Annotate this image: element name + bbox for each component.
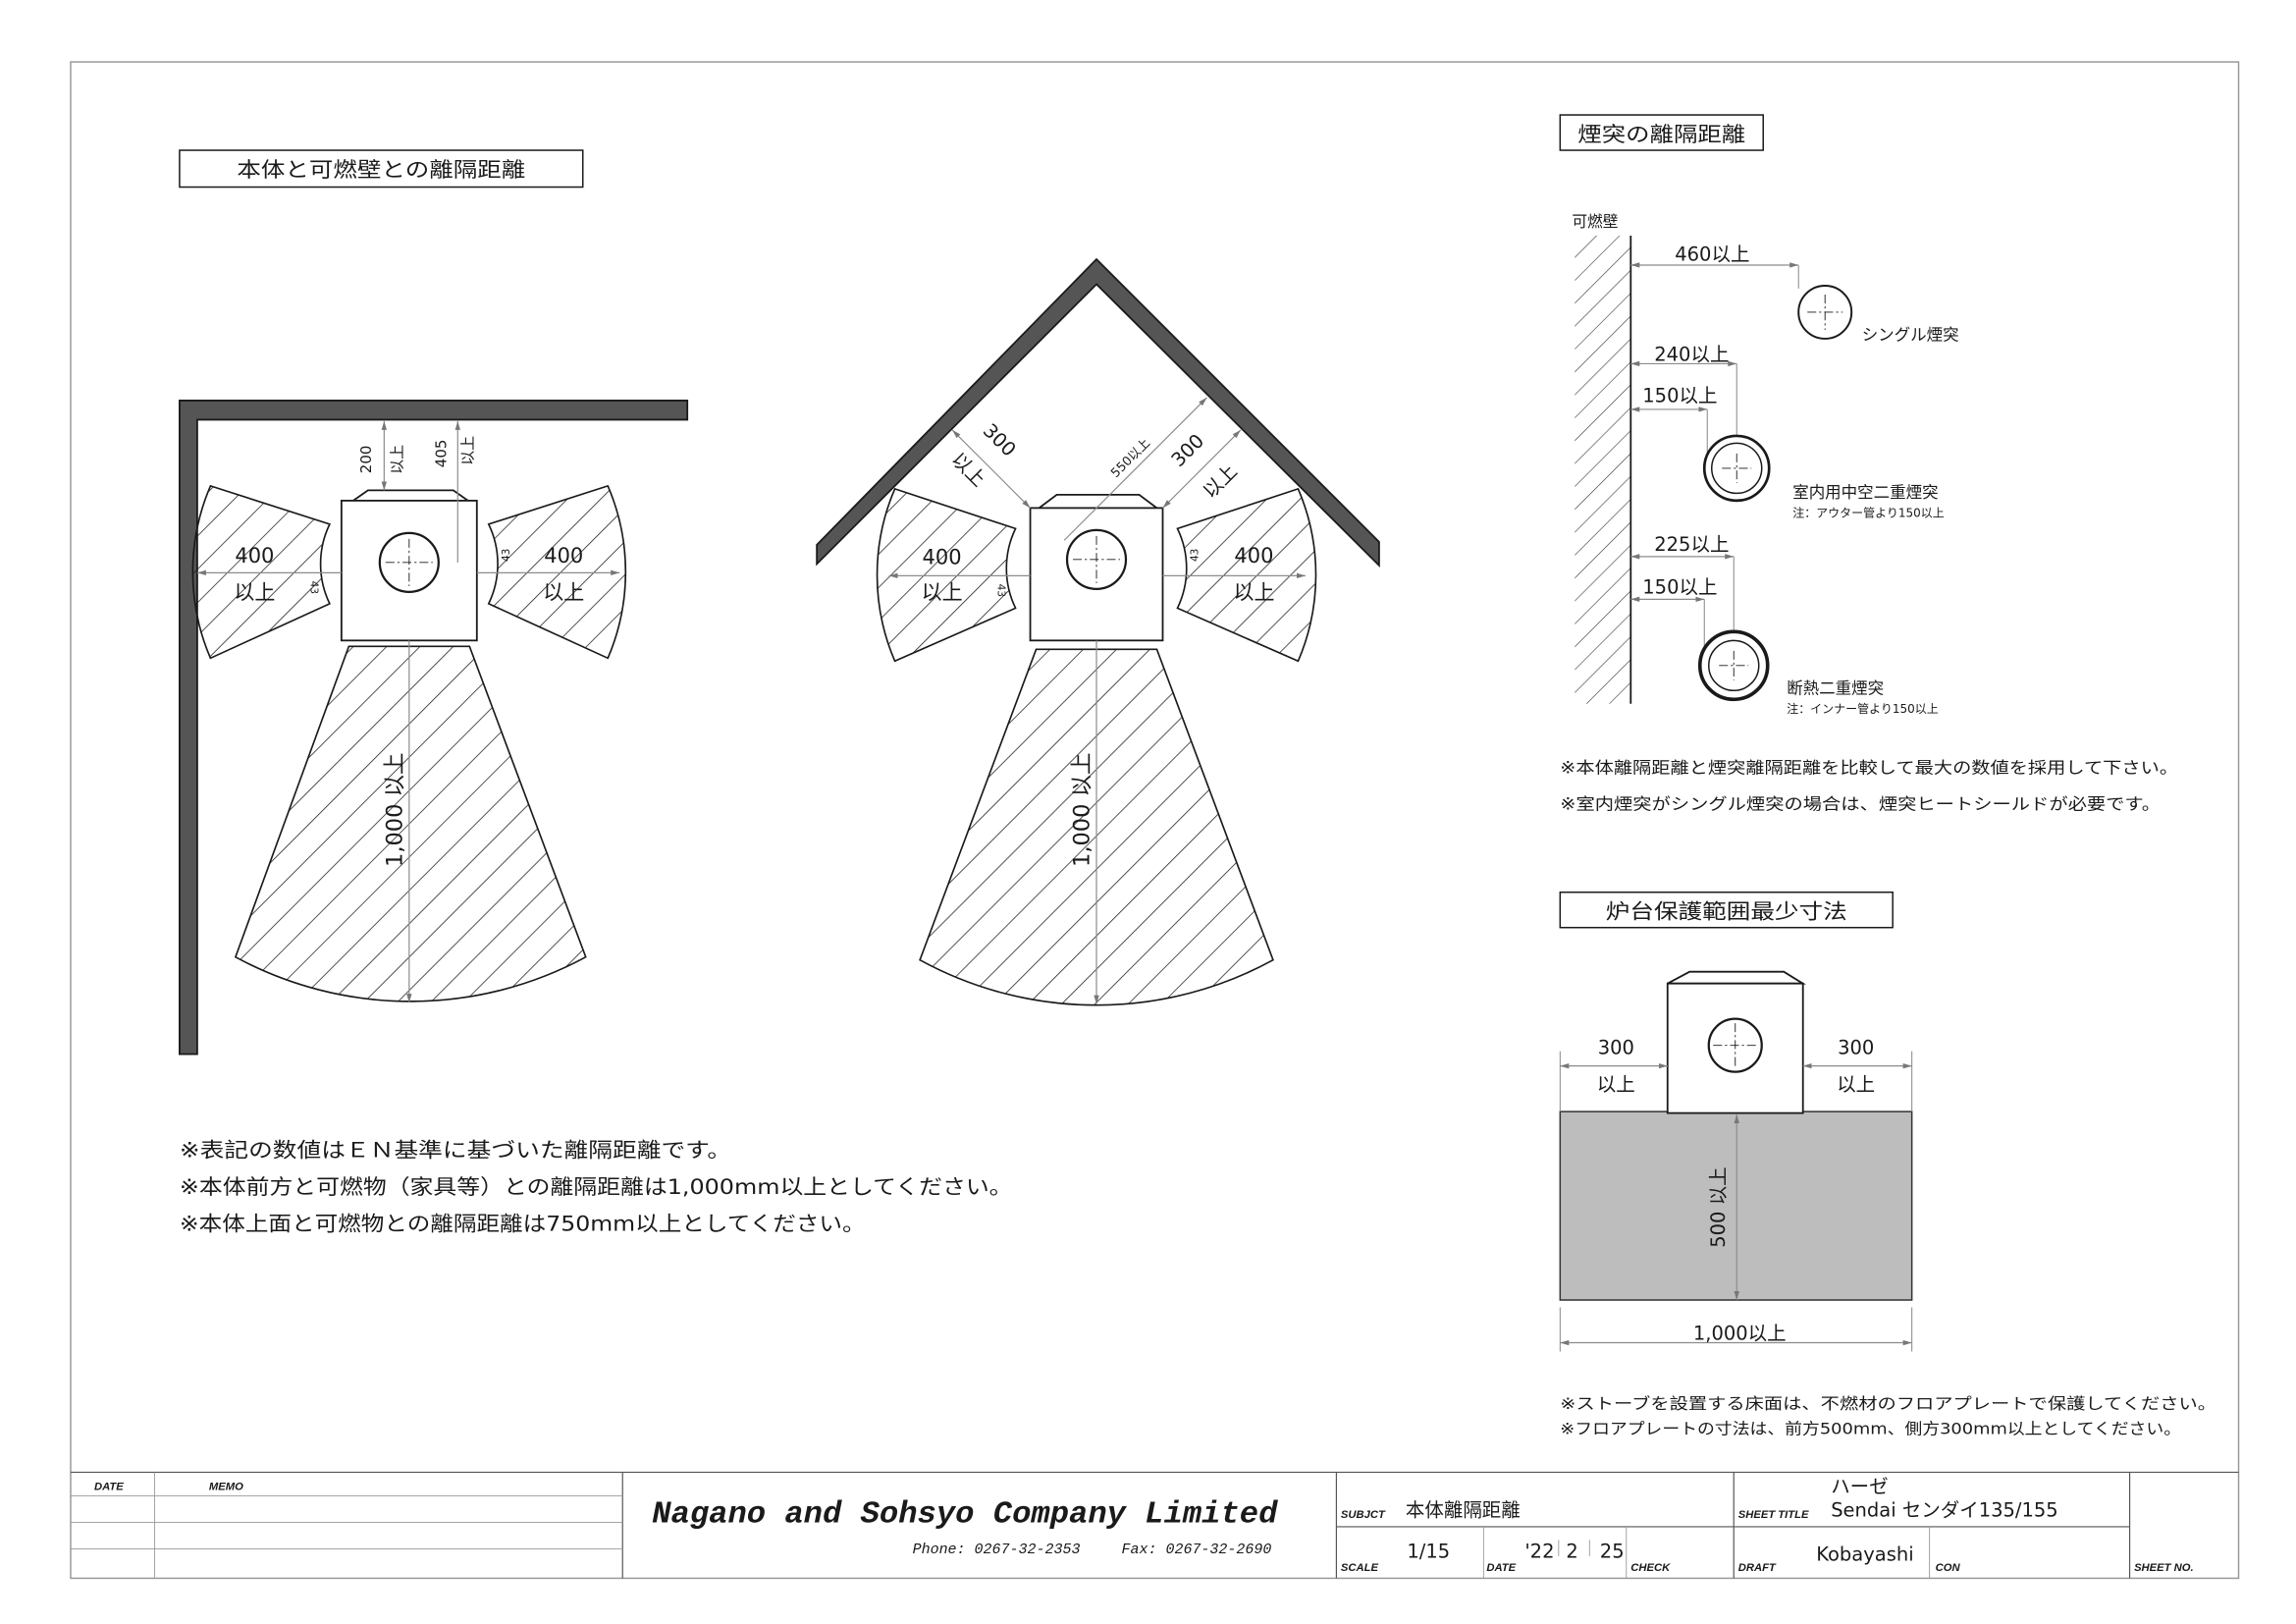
chimney-heading: 煙突の離隔距離 (1577, 123, 1745, 146)
left-wall-value: 300 (979, 419, 1021, 461)
top-a-value: 200 (357, 446, 375, 474)
right-clearance-zone (1176, 487, 1317, 663)
right-value: 400 (1234, 544, 1273, 568)
wall-note-2: ※本体前方と可燃物（家具等）との離隔距離は1,000mm以上としてください。 (180, 1175, 1013, 1199)
title-block: DATE MEMO Nagano and Sohsyo Company Limi… (70, 1471, 2239, 1579)
stove-top-plate (349, 489, 471, 502)
scale-label: SCALE (1341, 1562, 1379, 1574)
top-a-unit: 以上 (388, 445, 405, 474)
indoor-double-chimney-outer (1702, 434, 1771, 503)
left-value: 300 (1598, 1037, 1634, 1059)
date-day: 25 (1600, 1540, 1625, 1562)
hearth-heading: 炉台保護範囲最少寸法 (1606, 900, 1847, 924)
single-distance: 460以上 (1675, 243, 1749, 265)
date-year: '22 (1524, 1540, 1554, 1562)
con-label: CON (1936, 1562, 1961, 1574)
chimney-heading-box (1559, 114, 1764, 151)
sheet-title-line-1: ハーゼ (1831, 1475, 1888, 1497)
date-label: DATE (1486, 1562, 1516, 1574)
sheet-title-label: SHEET TITLE (1738, 1509, 1809, 1521)
sheet-title-line-2: Sendai センダイ135/155 (1831, 1498, 2058, 1521)
right-angle: 43 (1189, 549, 1201, 562)
front-value: 1,000 以上 (382, 753, 407, 867)
indoor-double-chimney-note: 注：アウター管より150以上 (1792, 505, 1944, 519)
indoor-outer-distance: 240以上 (1654, 343, 1729, 365)
indoor-inner-distance: 150以上 (1642, 384, 1717, 406)
right-unit: 以上 (1837, 1073, 1875, 1096)
company-phone: Phone: 0267-32-2353 (913, 1542, 1081, 1558)
right-wall-value: 300 (1167, 430, 1209, 472)
sheet-border (70, 61, 2240, 1580)
combustible-wall-corner (179, 400, 689, 1056)
left-value: 400 (235, 544, 274, 568)
indoor-double-chimney-inner (1711, 442, 1763, 495)
insulated-double-chimney-inner (1708, 639, 1760, 692)
sheet-no-label: SHEET NO. (2134, 1562, 2194, 1574)
width-value: 1,000以上 (1693, 1323, 1787, 1345)
top-b-value: 405 (432, 440, 450, 468)
corner-wall-drawing: 200 以上 405 以上 400 以上 43 400 以上 43 1,000 … (179, 400, 689, 1056)
left-angle: 43 (995, 584, 1007, 597)
check-label: CHECK (1630, 1562, 1671, 1574)
hearth-note-2: ※フロアプレートの寸法は、前方500mm、側方300mm以上としてください。 (1560, 1419, 2181, 1437)
angled-wall-drawing: 300 以上 300 以上 550以上 400 以上 43 400 以上 43 … (816, 257, 1380, 1006)
stove-top-plate (1667, 970, 1806, 985)
combustible-wall-angled (816, 257, 1380, 568)
chimney-note-2: ※室内煙突がシングル煙突の場合は、煙突ヒートシールドが必要です。 (1560, 795, 2161, 814)
top-b-unit: 以上 (458, 436, 476, 465)
insulated-double-chimney-note: 注：インナー管より150以上 (1787, 701, 1938, 716)
chimney-clearance-section: 煙突の離隔距離 可燃壁 460以上 シングル煙突 240以上 150以上 室内用… (1559, 114, 2178, 814)
left-unit: 以上 (922, 580, 963, 604)
insulated-double-chimney-outer (1697, 629, 1770, 702)
right-unit: 以上 (1233, 580, 1274, 604)
wall-clearance-section: 本体と可燃壁との離隔距離 200 以上 405 以上 400 以上 43 40 (179, 149, 1380, 1236)
left-clearance-zone (191, 484, 332, 660)
date-month: 2 (1566, 1540, 1577, 1562)
wall-note-1: ※表記の数値はＥＮ基準に基づいた離隔距離です。 (180, 1139, 731, 1163)
draft-label: DRAFT (1738, 1562, 1777, 1574)
front-clearance-zone (234, 645, 587, 1002)
hearth-heading-box (1559, 891, 1894, 929)
dimension-line-diagonal (1063, 397, 1207, 541)
right-clearance-zone (487, 484, 627, 660)
indoor-double-chimney-label: 室内用中空二重煙突 (1792, 483, 1938, 502)
dimension-line-right-wall (1162, 429, 1242, 509)
combustible-wall-hatch (1575, 236, 1631, 704)
front-value: 500 以上 (1707, 1166, 1730, 1247)
single-chimney-label: シングル煙突 (1862, 325, 1959, 344)
insulated-outer-distance: 225以上 (1654, 533, 1729, 556)
left-clearance-zone (876, 487, 1017, 663)
company-name: Nagano and Sohsyo Company Limited (652, 1497, 1278, 1532)
memo-date-header: DATE (94, 1481, 124, 1492)
company-fax: Fax: 0267-32-2690 (1122, 1542, 1272, 1558)
right-angle: 43 (501, 549, 512, 562)
scale-value: 1/15 (1407, 1540, 1450, 1562)
right-value: 400 (544, 544, 583, 568)
memo-header: MEMO (209, 1481, 243, 1492)
left-wall-unit: 以上 (947, 448, 990, 491)
subject-value: 本体離隔距離 (1406, 1498, 1521, 1521)
dimension-line-left-wall (951, 429, 1031, 509)
wall-clearance-heading-box (179, 149, 584, 189)
front-value: 1,000 以上 (1070, 753, 1095, 867)
left-angle: 43 (307, 581, 319, 594)
left-unit: 以上 (234, 580, 275, 604)
hearth-note-1: ※ストーブを設置する床面は、不燃材のフロアプレートで保護してください。 (1560, 1394, 2216, 1413)
left-unit: 以上 (1597, 1073, 1635, 1096)
right-unit: 以上 (543, 580, 584, 604)
insulated-double-chimney-label: 断熱二重煙突 (1787, 678, 1884, 697)
insulated-inner-distance: 150以上 (1642, 575, 1717, 598)
floor-plate (1559, 1110, 1913, 1301)
draft-value: Kobayashi (1816, 1543, 1913, 1565)
combustible-wall-label: 可燃壁 (1572, 212, 1618, 231)
subject-label: SUBJCT (1341, 1509, 1386, 1521)
wall-note-3: ※本体上面と可燃物との離隔距離は750mm以上としてください。 (180, 1213, 866, 1236)
right-value: 300 (1838, 1037, 1874, 1059)
hearth-section: 炉台保護範囲最少寸法 300 以上 300 以上 500 以上 1,000以上 … (1559, 891, 2216, 1437)
left-value: 400 (923, 545, 962, 568)
chimney-note-1: ※本体離隔距離と煙突離隔距離を比較して最大の数値を採用して下さい。 (1560, 758, 2178, 777)
wall-clearance-heading: 本体と可燃壁との離隔距離 (237, 158, 525, 182)
